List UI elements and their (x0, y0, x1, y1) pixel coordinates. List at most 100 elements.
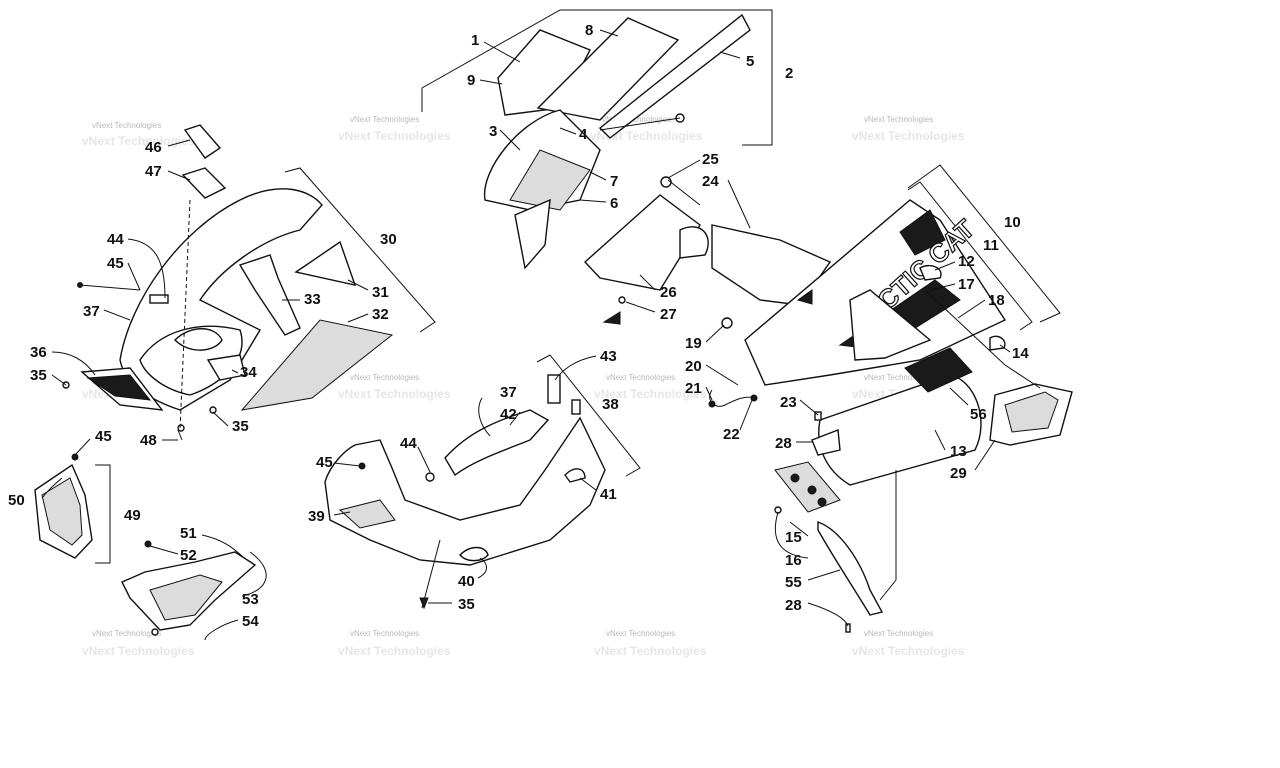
windshield-assembly (421, 9, 773, 270)
callout-5: 5 (746, 53, 754, 70)
vent-grille-56 (904, 347, 973, 393)
callout-2: 2 (785, 65, 793, 82)
bracket-55 (817, 520, 884, 616)
clip-44 (149, 294, 169, 304)
leader-line (879, 579, 897, 601)
clip-43 (547, 374, 561, 404)
watermark: vNext Technologies (82, 644, 195, 658)
screw-35-tip (419, 597, 429, 610)
callout-53: 53 (242, 591, 259, 608)
watermark: vNext Technologies (594, 387, 707, 401)
bracket-38 (536, 354, 641, 477)
callout-49: 49 (124, 507, 141, 524)
callout-46: 46 (145, 139, 162, 156)
leader-line (167, 139, 191, 147)
callout-40: 40 (458, 573, 475, 590)
plug-40 (459, 546, 489, 562)
callout-44a: 44 (107, 231, 124, 248)
bracket-30 (284, 167, 436, 333)
leader-line (333, 462, 361, 467)
leader-line (127, 238, 166, 299)
leader-line (554, 355, 597, 381)
leader-line (417, 446, 431, 473)
callout-22: 22 (723, 426, 740, 443)
leader-line (74, 438, 91, 456)
leader-line (347, 313, 369, 323)
leader-line (639, 274, 656, 291)
leader-line (509, 411, 521, 426)
callout-6: 6 (610, 195, 618, 212)
leader-line (477, 557, 487, 579)
bezel-47 (181, 167, 227, 199)
leader-line (499, 129, 521, 151)
callout-4: 4 (579, 126, 588, 143)
callout-43: 43 (600, 348, 617, 365)
callout-23: 23 (780, 394, 797, 411)
watermark: vNext Technologies (852, 644, 965, 658)
callout-44b: 44 (400, 435, 417, 452)
leader-line (231, 369, 239, 374)
nut-25 (660, 176, 672, 188)
callout-10: 10 (1004, 214, 1021, 231)
callout-37a: 37 (83, 303, 100, 320)
leader-line (739, 399, 753, 431)
leader-line (589, 171, 607, 181)
watermark: vNext Technologies (594, 644, 707, 658)
arrow-marker (796, 289, 813, 305)
side-panel-dark-corner (899, 209, 946, 256)
side-duct-assembly (583, 159, 832, 325)
side-panel-assembly: ARCTIC CAT (744, 164, 1073, 486)
pan-vent (338, 499, 396, 529)
panel-32 (240, 319, 394, 411)
callout-47: 47 (145, 163, 162, 180)
panel-31 (294, 240, 357, 286)
leader-line (934, 261, 956, 271)
leader-line (579, 199, 607, 203)
callout-20: 20 (685, 358, 702, 375)
leader-line (999, 344, 1011, 353)
leader-line (667, 179, 701, 206)
callout-54: 54 (242, 613, 259, 630)
callout-45c: 45 (316, 454, 333, 471)
leader-line (559, 127, 577, 135)
bracket-34 (206, 354, 246, 381)
callout-27: 27 (660, 306, 677, 323)
watermark: vNext Technologies (602, 115, 671, 124)
callout-12: 12 (958, 253, 975, 270)
callout-28a: 28 (775, 435, 792, 452)
leader-line (201, 534, 243, 557)
watermark: vNext Technologies (864, 629, 933, 638)
callout-35b: 35 (232, 418, 249, 435)
watermark: vNext Technologies (606, 629, 675, 638)
screw-48 (177, 429, 183, 441)
leader-line (51, 351, 96, 376)
lower-left-parts (34, 438, 267, 641)
bracket-2 (742, 9, 773, 146)
nut-19 (721, 317, 733, 329)
watermarks: vNext Technologies vNext Technologies vN… (82, 115, 965, 658)
screw-45 (79, 284, 141, 291)
screw-48-head (177, 424, 185, 432)
assembly-axis (179, 199, 191, 431)
callout-13: 13 (950, 443, 967, 460)
callout-50: 50 (8, 492, 25, 509)
leader-line (727, 179, 751, 229)
callout-31: 31 (372, 284, 389, 301)
leader-line (241, 551, 267, 597)
leader-line (212, 411, 229, 427)
watermark: vNext Technologies (864, 115, 933, 124)
hole (807, 485, 817, 495)
callout-8: 8 (585, 22, 593, 39)
callout-37b: 37 (500, 384, 517, 401)
callout-39: 39 (308, 508, 325, 525)
connector-21 (708, 400, 716, 408)
leader-line (774, 511, 809, 559)
leader-line (929, 283, 956, 291)
vent-cover-29-inner (1004, 391, 1059, 433)
connector-22 (750, 394, 758, 402)
callout-56: 56 (970, 406, 987, 423)
fastener-54 (151, 628, 159, 636)
leader-line (149, 545, 179, 555)
leader-line (127, 262, 141, 291)
callout-16: 16 (785, 552, 802, 569)
